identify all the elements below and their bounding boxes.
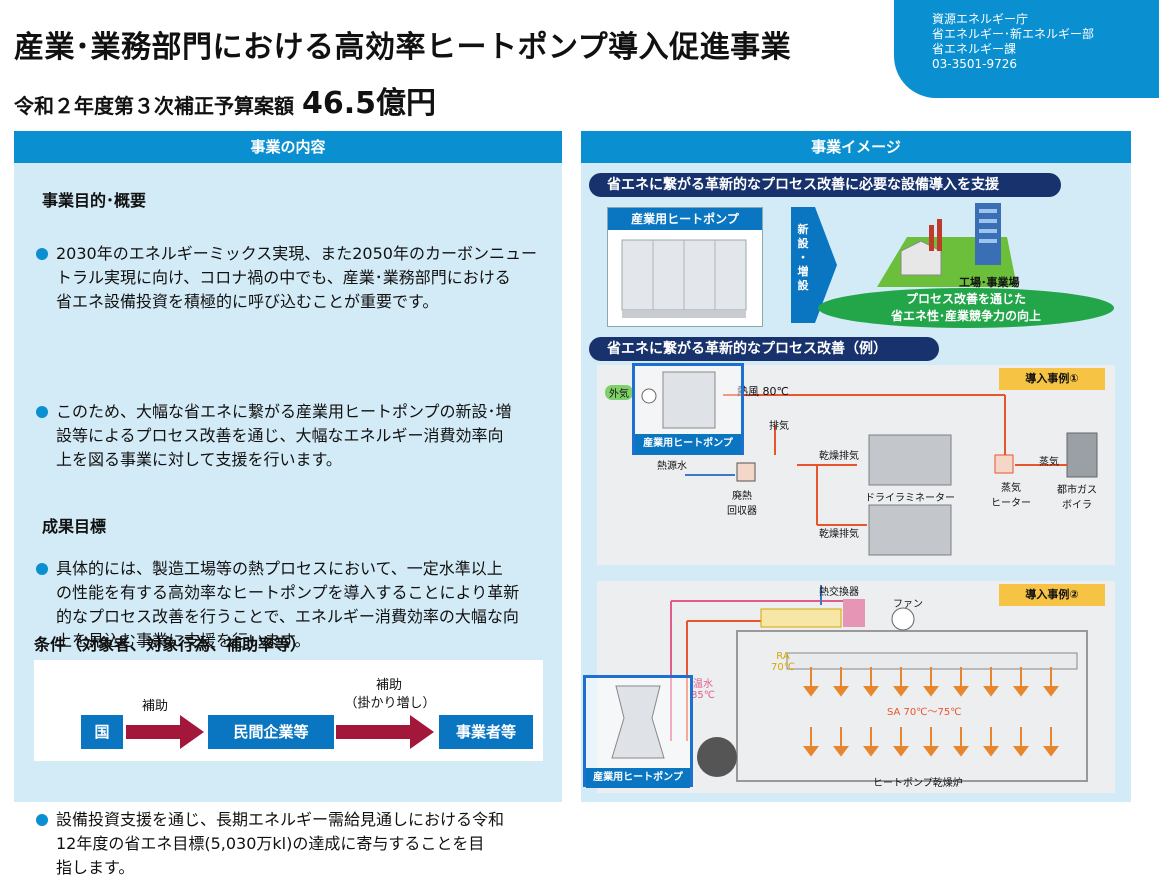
dry-laminator-label: ドライラミネーター xyxy=(865,493,955,504)
bullet-line: 2030年のエネルギーミックス実現、また2050年のカーボンニュー xyxy=(56,244,537,263)
exhaust-label: 排気 xyxy=(769,421,789,432)
fan-label: ファン xyxy=(893,599,923,610)
supply-air-arrows xyxy=(791,661,1091,771)
new-installation-label: 新 設 ・ 増 設 xyxy=(795,223,811,293)
oval-line: プロセス改善を通じた xyxy=(905,292,1026,306)
support-banner: 省エネに繋がる革新的なプロセス改善に必要な設備導入を支援 xyxy=(589,173,1061,197)
case2-heat-pump-label: 産業用ヒートポンプ xyxy=(586,768,690,788)
heat-source-label: 熱源水 xyxy=(657,461,687,472)
contact-box: 資源エネルギー庁 省エネルギー･新エネルギー部 省エネルギー課 03-3501-… xyxy=(894,0,1159,98)
arrow-char: 増 xyxy=(797,265,809,278)
sa-label: SA 70℃～75℃ xyxy=(887,707,962,718)
outside-air-label: 外気 xyxy=(605,385,633,400)
factory-icon xyxy=(877,203,1017,287)
case2-heat-pump-highlight: 産業用ヒートポンプ xyxy=(583,675,693,788)
flow-node-private-companies: 民間企業等 xyxy=(208,715,334,749)
example-banner: 省エネに繋がる革新的なプロセス改善（例） xyxy=(589,337,939,361)
flow-arrow2-sublabel: （掛かり増し） xyxy=(344,696,436,711)
flow-arrow-icon xyxy=(336,715,434,749)
contact-division: 省エネルギー課 xyxy=(932,42,1017,56)
bullet-line: このため、大幅な省エネに繋がる産業用ヒートポンプの新設･増 xyxy=(56,402,512,421)
bullet-line: 上を図る事業に対して支援を行います。 xyxy=(56,450,342,469)
heat-exchanger-label: 熱交換器 xyxy=(819,587,859,598)
business-content-heading: 事業の内容 xyxy=(14,131,562,163)
bullet-line: 12年度の省エネ目標(5,030万kl)の達成に寄与することを目 xyxy=(56,834,485,853)
hot-water-label: 温水 85℃ xyxy=(691,679,715,701)
business-content-panel: 事業の内容 事業目的･概要 2030年のエネルギーミックス実現、また2050年の… xyxy=(14,131,562,877)
page-title: 産業･業務部門における高効率ヒートポンプ導入促進事業 xyxy=(14,30,792,65)
bullet-line: 具体的には、製造工場等の熱プロセスにおいて、一定水準以上 xyxy=(56,559,503,578)
business-image-panel: 事業イメージ 省エネに繋がる革新的なプロセス改善に必要な設備導入を支援 産業用ヒ… xyxy=(581,131,1131,802)
bullet-line: 的なプロセス改善を行うことで、エネルギー消費効率の大幅な向 xyxy=(56,607,519,626)
arrow-char: 設 xyxy=(797,279,809,292)
budget-label: 令和２年度第３次補正予算案額 xyxy=(14,94,294,118)
purpose-title: 事業目的･概要 xyxy=(42,191,147,210)
bullet-dot-icon xyxy=(36,248,48,260)
case2-tag: 導入事例② xyxy=(999,584,1105,606)
new-installation-arrow-icon xyxy=(791,207,837,323)
bullet-line: 上を見込む事業に支援を行います。 xyxy=(56,631,311,650)
heat-pump-unit-icon xyxy=(641,371,716,429)
flow-arrow1-label: 補助 xyxy=(142,699,169,714)
steam-heater-label: 蒸気 ヒーター xyxy=(991,483,1031,509)
bullet-line: 省エネ設備投資を積極的に呼び込むことが重要です。 xyxy=(56,292,439,311)
dry-exhaust-label-1: 乾燥排気 xyxy=(819,451,859,462)
flow-node-state: 国 xyxy=(81,715,123,749)
arrow-char: 新 xyxy=(797,223,809,236)
purpose-bullet-1: 2030年のエネルギーミックス実現、また2050年のカーボンニュー トラル実現に… xyxy=(36,242,556,314)
budget-amount: 46.5億円 xyxy=(302,86,437,121)
heat-pump-tower-icon xyxy=(611,685,665,759)
bullet-line: 指します。 xyxy=(56,858,135,877)
steam-label: 蒸気 xyxy=(1039,457,1059,468)
flow-node-businesses: 事業者等 xyxy=(439,715,533,749)
bullet-dot-icon xyxy=(36,814,48,826)
case1-tag: 導入事例① xyxy=(999,368,1105,390)
dry-exhaust-label-2: 乾燥排気 xyxy=(819,529,859,540)
case2-flow-lines xyxy=(670,585,1088,782)
bullet-line: の性能を有する高効率なヒートポンプを導入することにより革新 xyxy=(56,583,520,602)
arrow-char: 設 xyxy=(797,237,809,250)
heat-pump-title: 産業用ヒートポンプ xyxy=(608,208,762,230)
hot-wind-label: 熱風 80℃ xyxy=(737,385,789,398)
budget-subtitle: 令和２年度第３次補正予算案額 46.5億円 xyxy=(14,78,436,122)
contact-agency: 資源エネルギー庁 xyxy=(932,12,1029,26)
gas-boiler-label: 都市ガス ボイラ xyxy=(1057,485,1097,511)
factory-label: 工場･事業場 xyxy=(959,276,1020,289)
purpose-bullet-3: 具体的には、製造工場等の熱プロセスにおいて、一定水準以上 の性能を有する高効率な… xyxy=(36,557,556,653)
case1-diagram: 導入事例① 外気 熱風 80℃ 熱源水 排気 乾燥排気 乾燥排気 廃熱 回収器 … xyxy=(597,365,1115,565)
target-title: 成果目標 xyxy=(42,517,107,536)
ra-label: RA 70℃ xyxy=(771,651,795,673)
bullet-line: トラル実現に向け、コロナ禍の中でも、産業･業務部門における xyxy=(56,268,511,287)
bullet-dot-icon xyxy=(36,406,48,418)
contact-department: 省エネルギー･新エネルギー部 xyxy=(932,27,1095,41)
waste-heat-recovery-label: 廃熱 回収器 xyxy=(727,491,757,517)
industrial-heat-pump-box: 産業用ヒートポンプ xyxy=(607,207,763,327)
contact-phone: 03-3501-9726 xyxy=(932,57,1018,71)
bullet-dot-icon xyxy=(36,563,48,575)
furnace-label: ヒートポンプ乾燥炉 xyxy=(873,778,963,789)
purpose-bullet-2: このため、大幅な省エネに繋がる産業用ヒートポンプの新設･増 設等によるプロセス改… xyxy=(36,400,556,472)
flow-arrow-icon xyxy=(126,715,204,749)
case1-flow-lines xyxy=(685,394,1098,556)
case1-heat-pump-highlight: 産業用ヒートポンプ xyxy=(632,363,744,455)
down-arrows-icon xyxy=(803,667,1059,757)
conditions-title: 条件（対象者、対象行為、補助率等） xyxy=(34,635,307,654)
arrow-char: ・ xyxy=(797,251,809,264)
process-improvement-oval: プロセス改善を通じた 省エネ性･産業競争力の向上 xyxy=(818,288,1114,328)
subsidy-flow: 国 補助 民間企業等 補助 （掛かり増し） 事業者等 xyxy=(34,660,543,761)
oval-line: 省エネ性･産業競争力の向上 xyxy=(890,309,1041,323)
bullet-line: 設備投資支援を通じ、長期エネルギー需給見通しにおける令和 xyxy=(56,810,505,829)
heat-pump-unit-icon xyxy=(621,239,747,318)
bullet-line: 設等によるプロセス改善を通じ、大幅なエネルギー消費効率向 xyxy=(56,426,504,445)
business-image-heading: 事業イメージ xyxy=(581,131,1131,163)
flow-arrow2-label: 補助 xyxy=(375,678,402,693)
case1-heat-pump-label: 産業用ヒートポンプ xyxy=(635,434,741,454)
